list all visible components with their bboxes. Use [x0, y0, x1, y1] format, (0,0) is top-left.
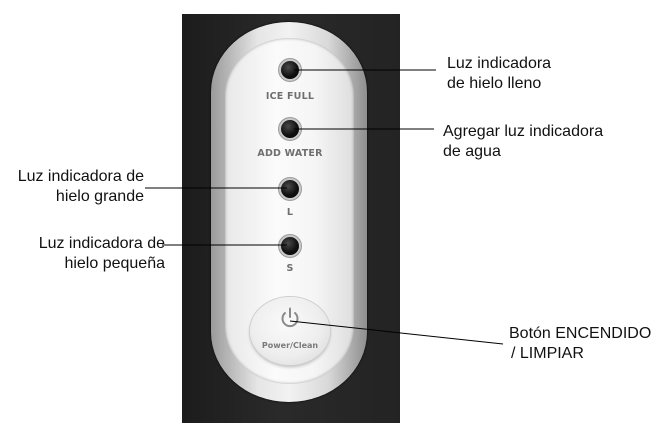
large-ice-callout-line2: hielo grande [55, 188, 144, 205]
ice-full-callout: Luz indicadora de hielo lleno [447, 54, 551, 94]
ice-full-callout-line1: Luz indicadora [447, 55, 552, 72]
add-water-callout: Agregar luz indicadora de agua [443, 122, 603, 162]
large-ice-label: L [286, 207, 294, 218]
add-water-label: ADD WATER [257, 148, 323, 159]
power-callout-line1: Botón ENCENDIDO [509, 325, 652, 342]
large-ice-indicator-light [281, 180, 299, 198]
small-ice-callout-line1: Luz indicadora de [38, 235, 165, 252]
ice-full-callout-line2: de hielo lleno [447, 75, 542, 92]
large-ice-callout: Luz indicadora de hielo grande [0, 167, 144, 207]
add-water-callout-line2: de agua [443, 143, 501, 160]
large-ice-callout-line1: Luz indicadora de [17, 168, 144, 185]
power-leader-line [289, 320, 504, 345]
add-water-callout-line1: Agregar luz indicadora [443, 123, 604, 140]
small-ice-label: S [286, 263, 294, 274]
power-callout: Botón ENCENDIDO / LIMPIAR [509, 324, 651, 364]
ice-full-label: ICE FULL [265, 91, 315, 102]
power-callout-line2: / LIMPIAR [511, 345, 584, 362]
small-ice-callout-line2: hielo pequeña [64, 255, 165, 272]
power-clean-button[interactable]: Power/Clean [250, 297, 330, 365]
add-water-indicator-light [281, 120, 299, 138]
ice-full-indicator-light [281, 61, 299, 79]
small-ice-indicator-light [281, 237, 299, 255]
power-icon [281, 307, 299, 328]
small-ice-callout: Luz indicadora de hielo pequeña [0, 234, 165, 274]
power-clean-label: Power/Clean [261, 341, 319, 350]
